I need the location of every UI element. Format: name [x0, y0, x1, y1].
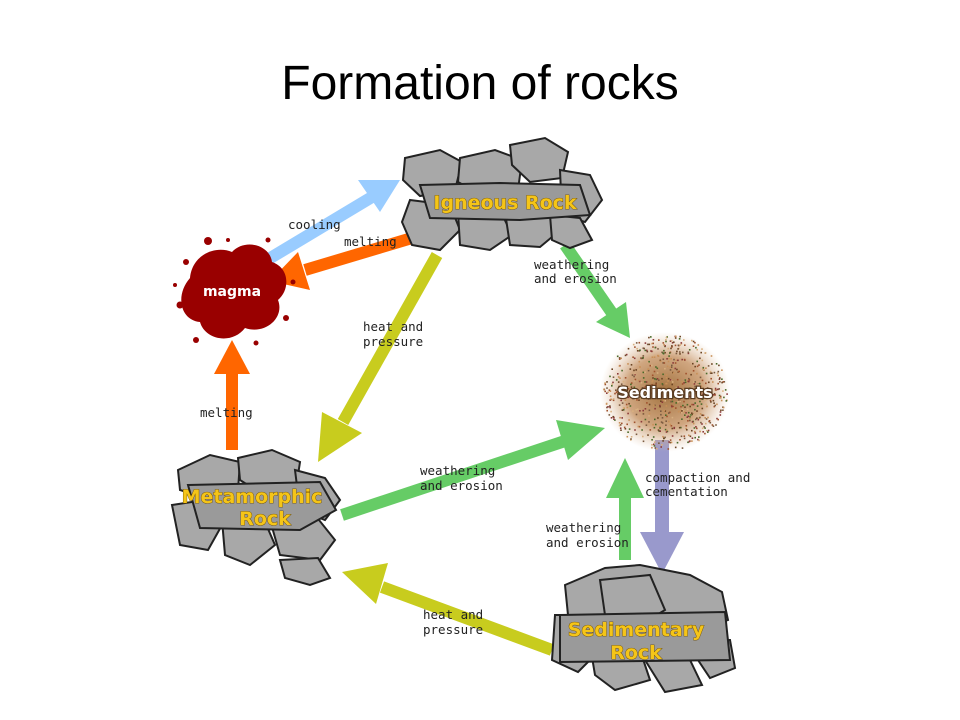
label-weathering-sedimentary-1: weathering — [546, 520, 621, 535]
label-cooling: cooling — [288, 217, 341, 232]
magma-label: magma — [203, 284, 261, 300]
label-weathering-igneous-1: weathering — [534, 257, 609, 272]
sedimentary-rock-label-line2: Rock — [610, 642, 662, 664]
sedimentary-rock-label-line1: Sedimentary — [568, 619, 705, 641]
igneous-rock-label: Igneous Rock — [433, 192, 577, 214]
page-title: Formation of rocks — [281, 57, 679, 110]
arrow-heat-igneous — [318, 252, 443, 462]
arrow-melting-metamorphic — [214, 340, 250, 450]
label-heat-sedimentary-1: heat and — [423, 607, 483, 622]
label-weathering-metamorphic-1: weathering — [420, 463, 495, 478]
arrow-weathering-igneous — [560, 241, 630, 338]
label-weathering-sedimentary-2: and erosion — [546, 535, 629, 550]
label-heat-igneous-1: heat and — [363, 319, 423, 334]
label-weathering-igneous-2: and erosion — [534, 271, 617, 286]
sedimentary-rock-node — [550, 563, 737, 694]
label-compaction-2: cementation — [645, 484, 728, 499]
metamorphic-rock-label-line1: Metamorphic — [182, 486, 323, 508]
label-heat-sedimentary-2: pressure — [423, 622, 483, 637]
sediments-label: Sediments — [617, 383, 712, 402]
metamorphic-rock-label-line2: Rock — [239, 508, 291, 530]
label-melting-igneous: melting — [344, 234, 397, 249]
label-melting-metamorphic: melting — [200, 405, 253, 420]
arrow-compaction — [640, 440, 684, 574]
arrow-cooling — [258, 180, 400, 269]
label-compaction-1: compaction and — [645, 470, 750, 485]
label-weathering-metamorphic-2: and erosion — [420, 478, 503, 493]
igneous-rock-node — [400, 136, 604, 252]
metamorphic-rock-node — [170, 448, 342, 587]
sediments-node — [600, 332, 730, 452]
magma-node: magma — [173, 237, 296, 346]
arrow-heat-sedimentary — [342, 563, 555, 656]
arrow-weathering-metamorphic — [340, 420, 605, 521]
arrow-weathering-sedimentary — [606, 458, 644, 560]
label-heat-igneous-2: pressure — [363, 334, 423, 349]
